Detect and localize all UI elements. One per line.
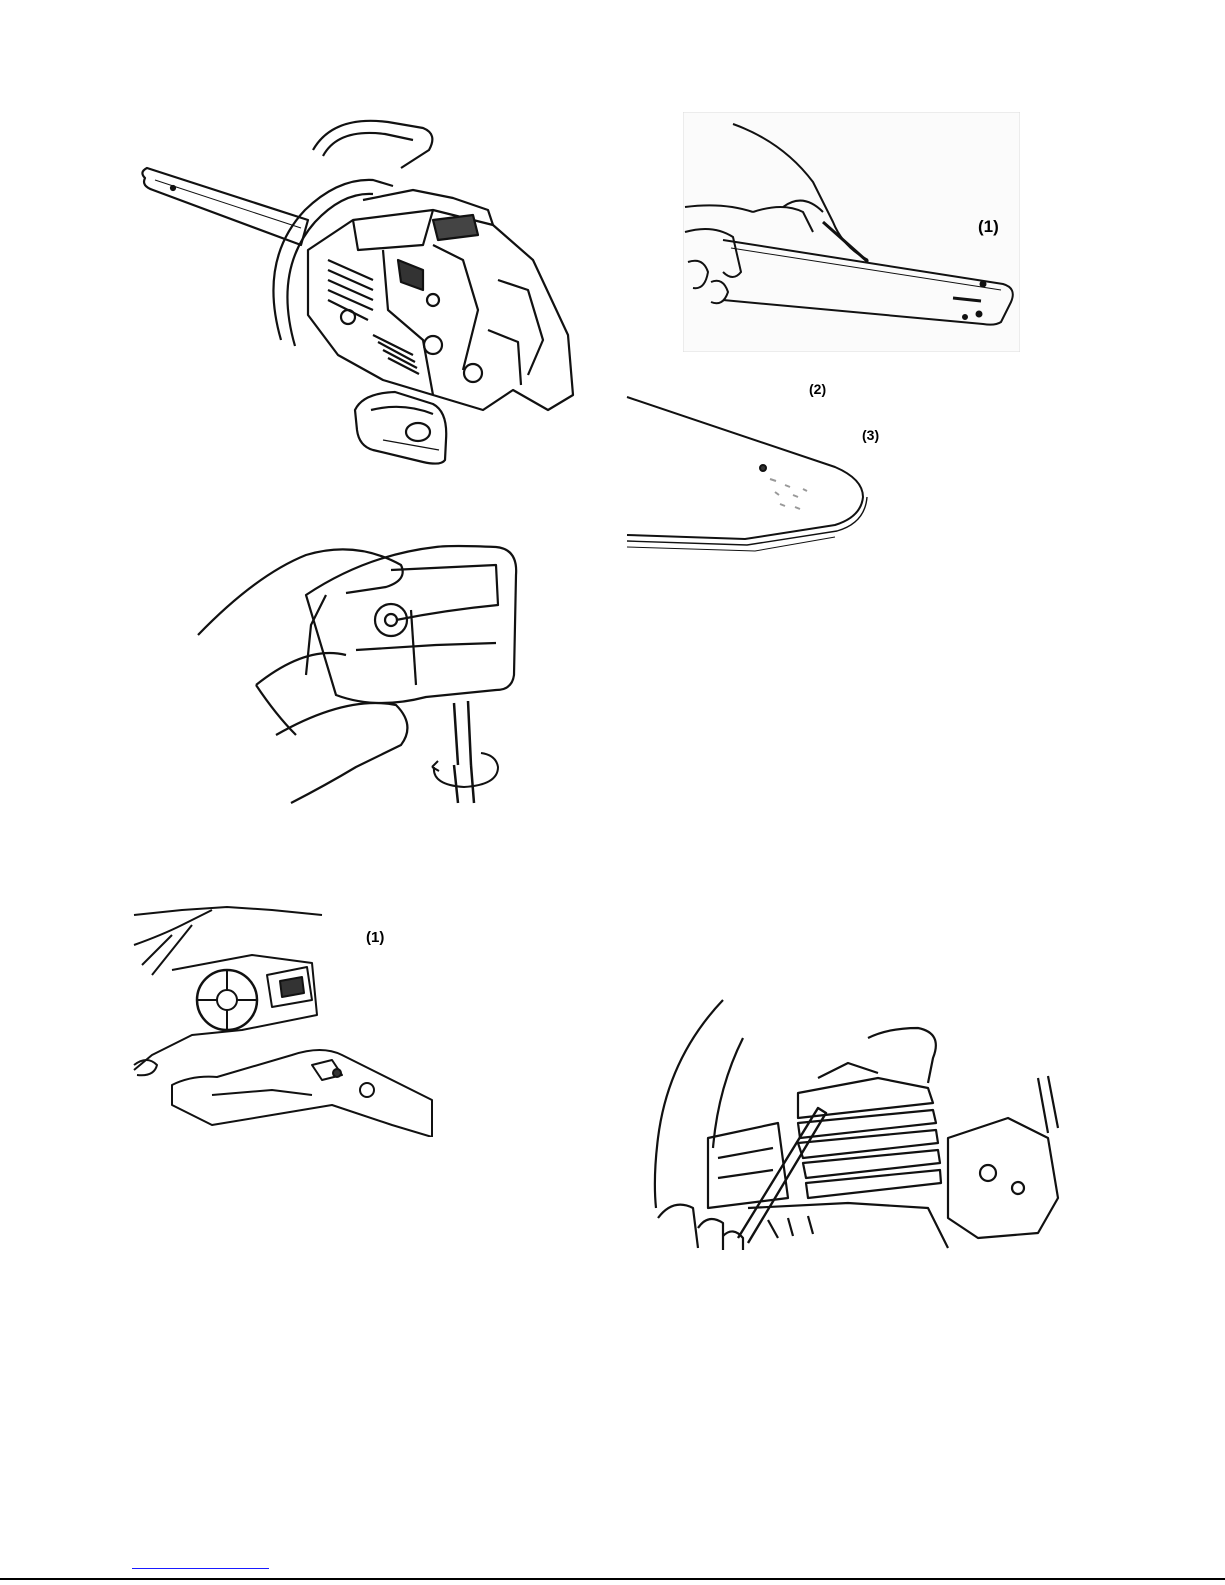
air-filter-icon (196, 535, 526, 807)
chainsaw-cover-figure (133, 110, 585, 495)
callout-2-oil-hole: (2) (809, 381, 826, 397)
guide-bar-tip-icon (625, 357, 890, 585)
callout-1-oil-outlet: (1) (366, 929, 384, 946)
guide-bar-tip-figure (625, 357, 890, 585)
callout-3-bar-tip: (3) (862, 427, 879, 443)
cylinder-fins-icon (648, 998, 1062, 1251)
cylinder-fins-figure (648, 998, 1062, 1251)
air-filter-figure (196, 535, 526, 807)
page-bottom-rule (0, 1578, 1225, 1580)
guide-bar-cleaning-icon (683, 112, 1020, 352)
callout-1-guide-bar: (1) (978, 217, 999, 237)
guide-bar-cleaning-figure (683, 112, 1020, 352)
chainsaw-icon (133, 110, 585, 495)
oil-outlet-figure (132, 905, 434, 1137)
footnote-link-rule (132, 1568, 269, 1569)
oil-outlet-icon (132, 905, 434, 1137)
